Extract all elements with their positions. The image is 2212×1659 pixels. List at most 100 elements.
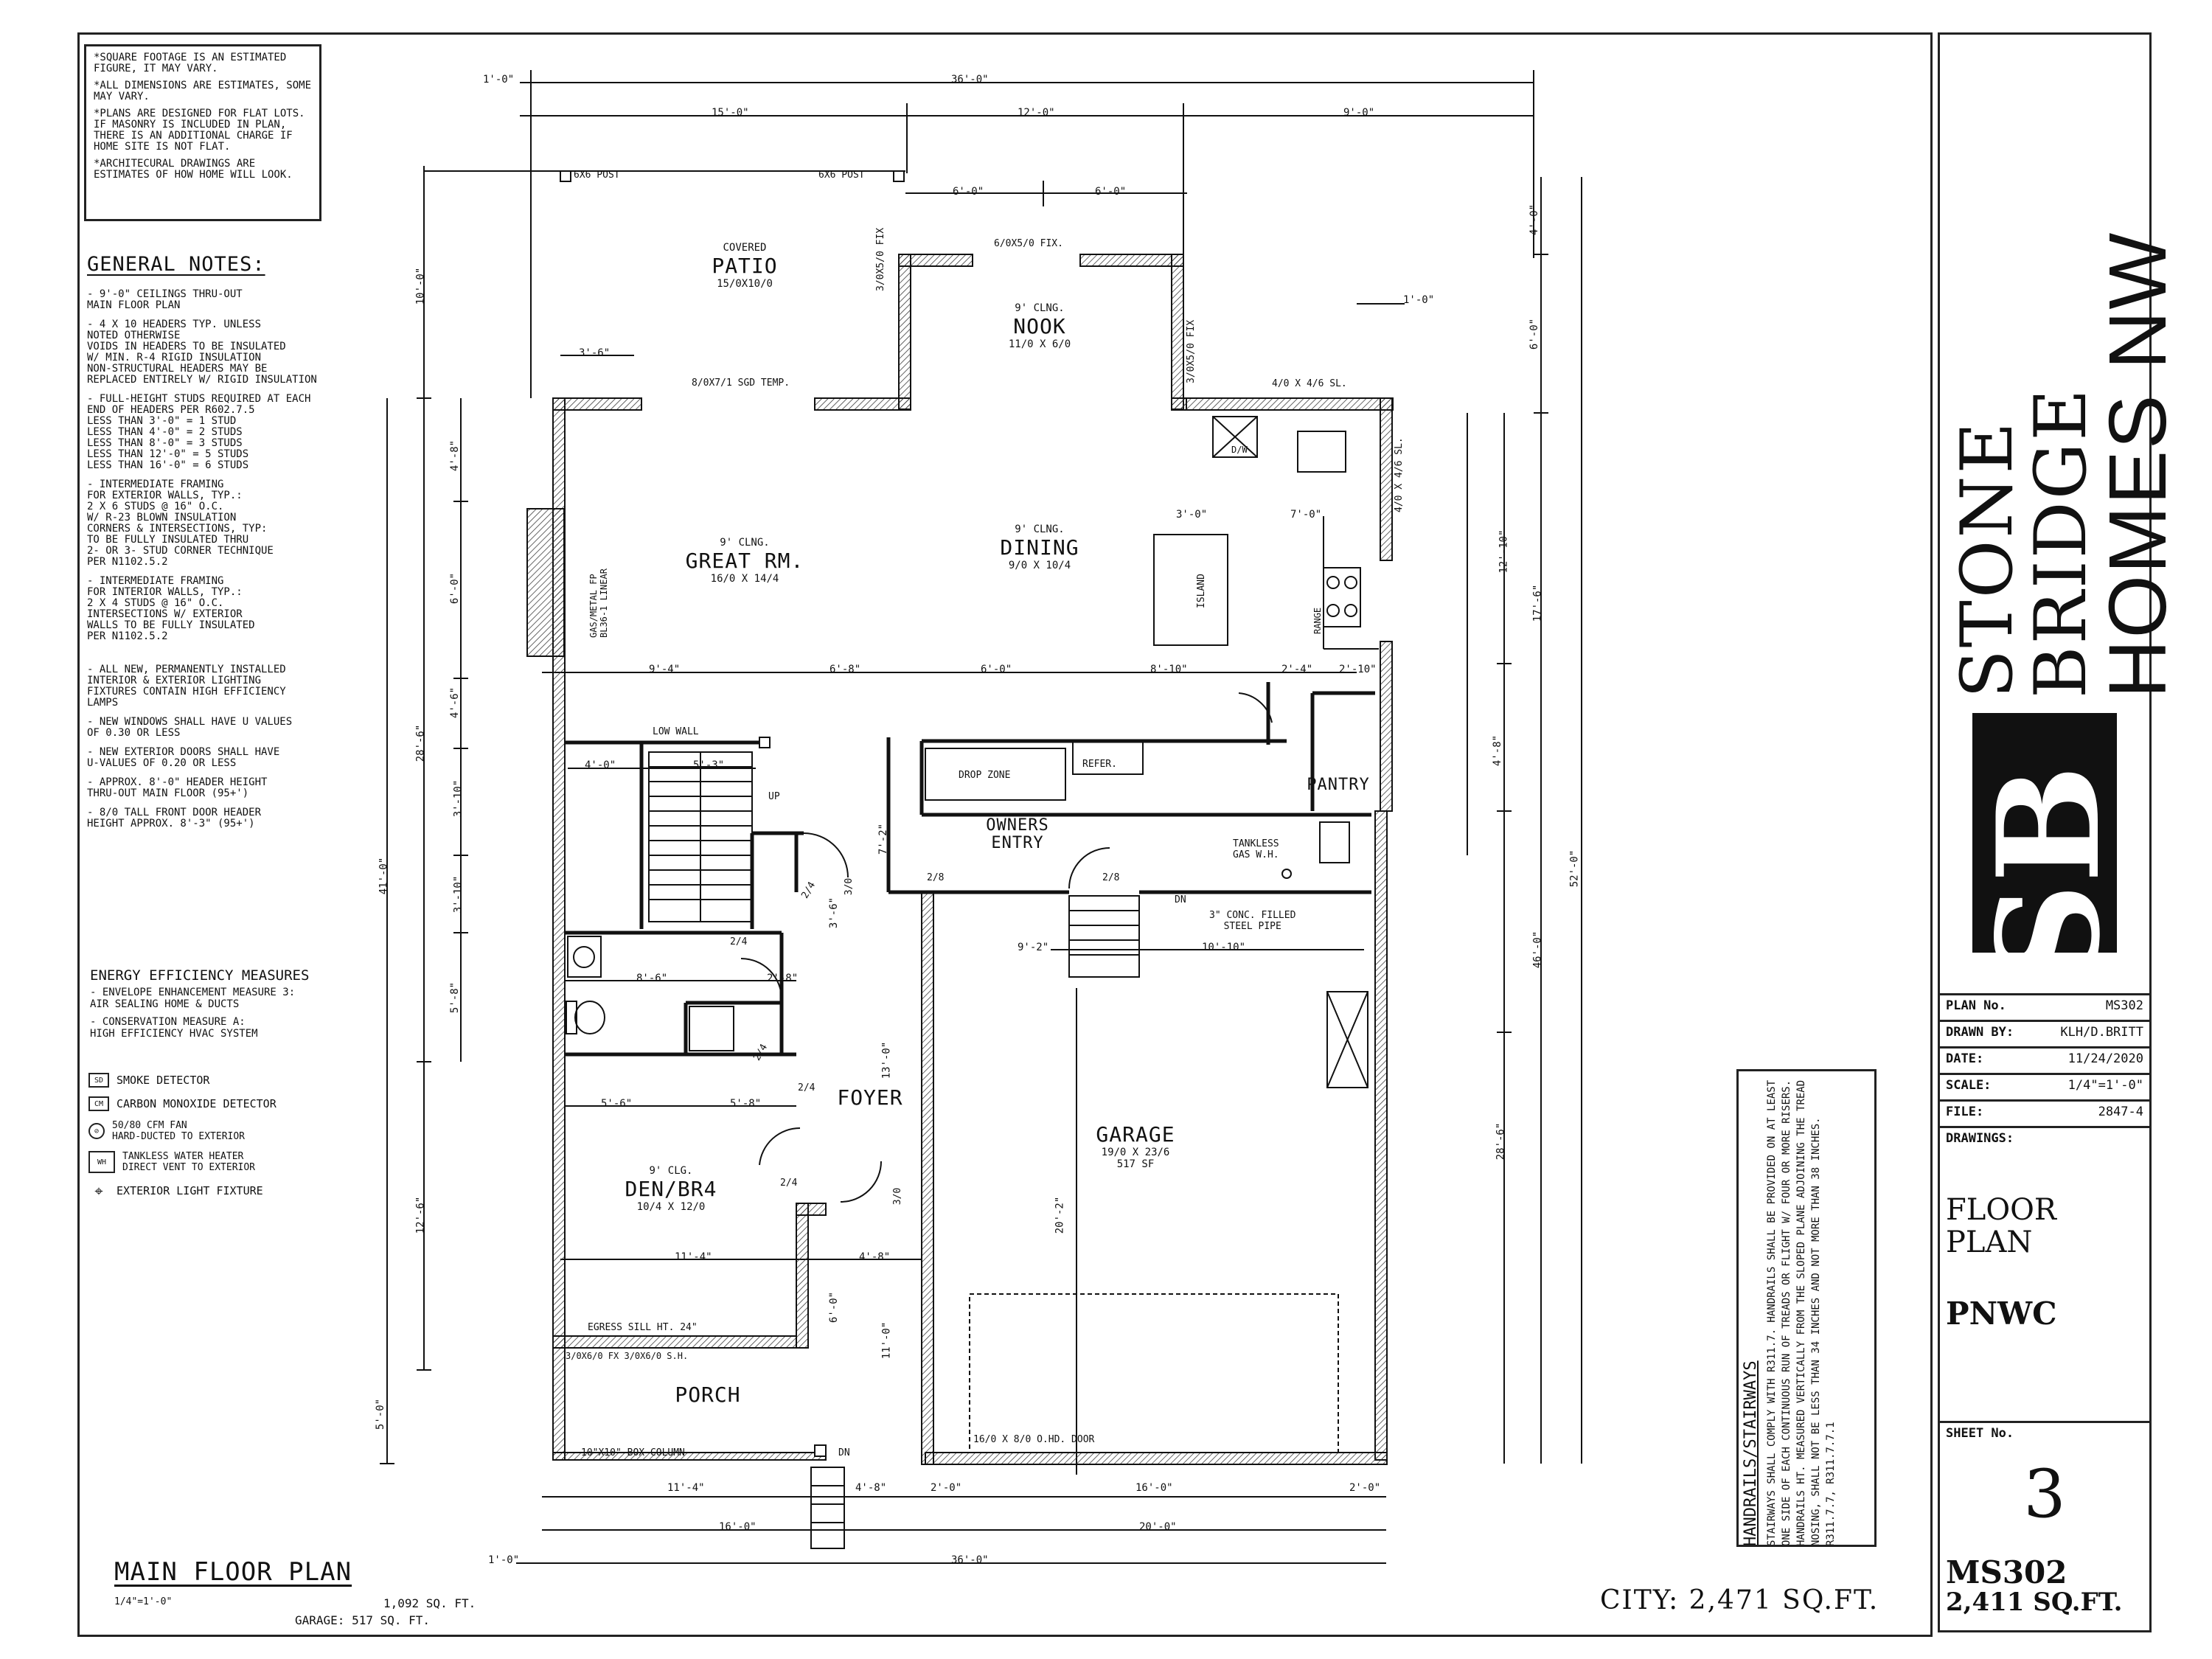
- symbol-legend: SD SMOKE DETECTOR CM CARBON MONOXIDE DETEC…: [88, 1073, 383, 1208]
- room-patio-name: PATIO: [712, 254, 778, 278]
- door-size: 2/4: [798, 1082, 815, 1093]
- dim-text: 3'-6": [579, 347, 611, 359]
- door-size: 2/8: [1102, 872, 1120, 883]
- bottom-sqft: 2,411 SQ.FT.: [1946, 1587, 2123, 1617]
- dim-text: 12'-10": [1498, 529, 1510, 574]
- light-fixture-icon: ⌖: [94, 1182, 103, 1200]
- dim-text: 13'-0": [880, 1041, 893, 1079]
- handrails-title: HANDRAILS/STAIRWAYS: [1742, 1360, 1760, 1546]
- dim-text: 2'-8": [767, 973, 799, 984]
- general-note: - NEW EXTERIOR DOORS SHALL HAVE U-VALUES…: [87, 746, 280, 769]
- room-great-pre: 9' CLNG.: [720, 537, 770, 549]
- room-den: 9' CLG. DEN/BR4 10/4 X 12/0: [590, 1165, 752, 1213]
- dim-text: 1'-0": [483, 74, 515, 86]
- room-garage: GARAGE 19/0 X 23/6 517 SF: [1062, 1122, 1209, 1170]
- dim-text: 4'-8": [855, 1482, 887, 1494]
- dim-text: 36'-0": [951, 1554, 989, 1566]
- general-note: - ALL NEW, PERMANENTLY INSTALLED INTERIO…: [87, 664, 286, 709]
- dim-text: 41'-0": [378, 857, 390, 895]
- steel-pipe-label: 3" CONC. FILLED STEEL PIPE: [1209, 910, 1296, 932]
- dim-text: 5'-8": [449, 981, 462, 1014]
- scale-label: SCALE:: [1946, 1078, 1992, 1093]
- energy-measures: ENERGY EFFICIENCY MEASURES - ENVELOPE EN…: [90, 967, 370, 1040]
- room-pantry: PANTRY: [1294, 776, 1382, 794]
- bottom-plan-no: MS302: [1946, 1554, 2067, 1590]
- room-owners-entry: OWNERS ENTRY: [959, 817, 1077, 852]
- scale-value: 1/4"=1'-0": [2067, 1078, 2143, 1093]
- plan-no: MS302: [2105, 998, 2143, 1013]
- sheet-number: 3: [2023, 1455, 2066, 1533]
- range-label: RANGE: [1312, 607, 1323, 634]
- room-foyer: FOYER: [818, 1085, 922, 1110]
- dn-label: DN: [1175, 894, 1186, 905]
- room-den-pre: 9' CLG.: [649, 1165, 693, 1177]
- room-dining-name: DINING: [1000, 535, 1079, 560]
- room-den-dim: 10/4 X 12/0: [636, 1201, 706, 1213]
- den-window-label: 3/0X6/0 FX 3/0X6/0 S.H.: [566, 1351, 689, 1361]
- dim-text: 12'-0": [1018, 107, 1055, 119]
- dim-text: 36'-0": [951, 74, 989, 86]
- dim-text: 7'-0": [1290, 509, 1322, 521]
- dim-text: 52'-0": [1568, 849, 1581, 888]
- company-line1: STONE BRIDGE: [1946, 386, 2102, 698]
- dim-text: 4'-8": [449, 439, 462, 472]
- general-note: - 8/0 TALL FRONT DOOR HEADER HEIGHT APPR…: [87, 807, 262, 830]
- dim-text: 20'-2": [1054, 1196, 1066, 1234]
- dim-text: 4'-0": [1528, 204, 1541, 236]
- dim-text: 2'-0": [1349, 1482, 1381, 1494]
- dim-text: 2'-10": [1339, 664, 1377, 675]
- co-detector-icon: CM: [88, 1096, 109, 1111]
- dim-text: 6'-0": [1095, 186, 1127, 198]
- up-label: UP: [768, 791, 780, 802]
- dim-text: 3'-10": [452, 875, 465, 914]
- room-nook-pre: 9' CLNG.: [1015, 302, 1065, 314]
- door-size: 2/4: [780, 1178, 798, 1189]
- dim-text: 6'-0": [828, 1291, 841, 1324]
- legend-text: EXTERIOR LIGHT FIXTURE: [116, 1184, 263, 1197]
- dim-text: 11'-0": [880, 1321, 893, 1360]
- dim-text: 1'-0": [1403, 294, 1435, 306]
- dim-text: 9'-2": [1018, 942, 1049, 953]
- window-label: 3/0X5/0 FIX: [1186, 319, 1197, 383]
- general-notes-title: GENERAL NOTES:: [87, 253, 265, 276]
- dim-text: 6'-0": [953, 186, 984, 198]
- room-patio-dim: 15/0X10/0: [717, 278, 773, 290]
- dim-text: 15'-0": [712, 107, 749, 119]
- drop-zone-label: DROP ZONE: [959, 770, 1011, 781]
- dim-text: 3'-10": [452, 779, 465, 818]
- dim-text: 5'-6": [601, 1098, 633, 1110]
- fireplace-label: GAS/METAL FP BL36-1 LINEAR: [588, 568, 609, 638]
- dim-text: 11'-4": [675, 1251, 712, 1263]
- energy-title: ENERGY EFFICIENCY MEASURES: [90, 967, 310, 984]
- egress-label: EGRESS SILL HT. 24": [588, 1322, 698, 1333]
- dim-text: 4'-0": [585, 759, 616, 771]
- disclaimer-note: *SQUARE FOOTAGE IS AN ESTIMATED FIGURE, …: [94, 52, 287, 74]
- room-patio: COVERED PATIO 15/0X10/0: [664, 242, 826, 290]
- plan-title: MAIN FLOOR PLAN: [114, 1557, 352, 1587]
- window-label: 6/0X5/0 FIX.: [994, 238, 1063, 249]
- room-garage-sf: 517 SF: [1116, 1158, 1155, 1170]
- room-dining: 9' CLNG. DINING 9/0 X 10/4: [966, 524, 1113, 571]
- room-great: 9' CLNG. GREAT RM. 16/0 X 14/4: [649, 537, 841, 585]
- dim-text: 2'-4": [1281, 664, 1313, 675]
- room-porch: PORCH: [649, 1382, 767, 1407]
- room-owners-name: OWNERS ENTRY: [986, 816, 1049, 852]
- dim-text: 28'-6": [414, 724, 427, 762]
- dim-text: 1'-0": [488, 1554, 520, 1566]
- dim-text: 16'-0": [1135, 1482, 1173, 1494]
- disclaimer-notes: *SQUARE FOOTAGE IS AN ESTIMATED FIGURE, …: [84, 44, 321, 221]
- file-label: FILE:: [1946, 1105, 1984, 1119]
- window-label: 3/0X5/0 FIX: [875, 227, 886, 291]
- dim-text: 8'-6": [636, 973, 668, 984]
- dim-text: 17'-6": [1531, 584, 1544, 622]
- door-size: 2/4: [730, 936, 748, 947]
- disclaimer-note: *PLANS ARE DESIGNED FOR FLAT LOTS. IF MA…: [94, 108, 305, 153]
- smoke-detector-icon: SD: [88, 1073, 109, 1088]
- room-pantry-name: PANTRY: [1307, 776, 1370, 794]
- legend-text: CARBON MONOXIDE DETECTOR: [116, 1097, 276, 1110]
- dim-text: 12'-6": [414, 1196, 427, 1234]
- date-label: DATE:: [1946, 1051, 1984, 1066]
- dim-text: 6'-0": [981, 664, 1012, 675]
- date-value: 11/24/2020: [2067, 1051, 2143, 1066]
- legend-text: SMOKE DETECTOR: [116, 1074, 210, 1087]
